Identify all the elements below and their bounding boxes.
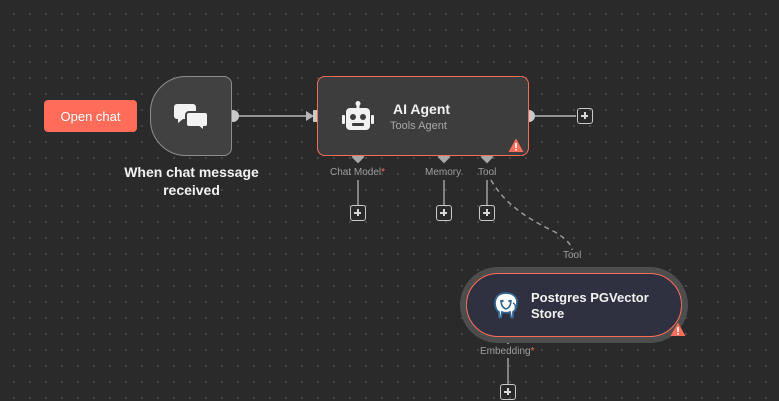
port-label-tool: Tool xyxy=(478,167,497,178)
pg-input-label: Tool xyxy=(563,250,582,261)
connection-arrow-icon xyxy=(306,111,314,121)
add-memory-button[interactable] xyxy=(436,205,452,221)
add-tool-button[interactable] xyxy=(479,205,495,221)
warning-triangle-icon[interactable] xyxy=(508,138,524,153)
chat-bubbles-icon xyxy=(174,104,209,131)
pg-warning-triangle-icon[interactable] xyxy=(670,322,686,337)
postgres-pgvector-store-node[interactable]: Postgres PGVector Store xyxy=(466,273,682,337)
pg-embedding-label: Embedding* xyxy=(480,346,535,357)
add-embedding-button[interactable] xyxy=(500,384,516,400)
port-label-chat-model: Chat Model* xyxy=(330,167,386,178)
add-chat-model-button[interactable] xyxy=(350,205,366,221)
pg-store-title: Postgres PGVector Store xyxy=(531,290,649,321)
robot-icon xyxy=(342,101,374,130)
chat-trigger-node[interactable] xyxy=(150,76,232,156)
ai-agent-title: AI Agent xyxy=(393,101,451,117)
port-label-memory: Memory xyxy=(425,167,462,178)
chat-trigger-label: When chat message received xyxy=(124,164,259,198)
connection-tool-pgstore xyxy=(490,179,573,251)
postgres-elephant-icon xyxy=(494,292,518,319)
ai-agent-subtitle: Tools Agent xyxy=(390,120,447,132)
open-chat-button[interactable]: Open chat xyxy=(44,100,137,132)
ai-agent-node[interactable]: AI Agent Tools Agent xyxy=(317,76,529,156)
add-next-node-button[interactable] xyxy=(577,108,593,124)
